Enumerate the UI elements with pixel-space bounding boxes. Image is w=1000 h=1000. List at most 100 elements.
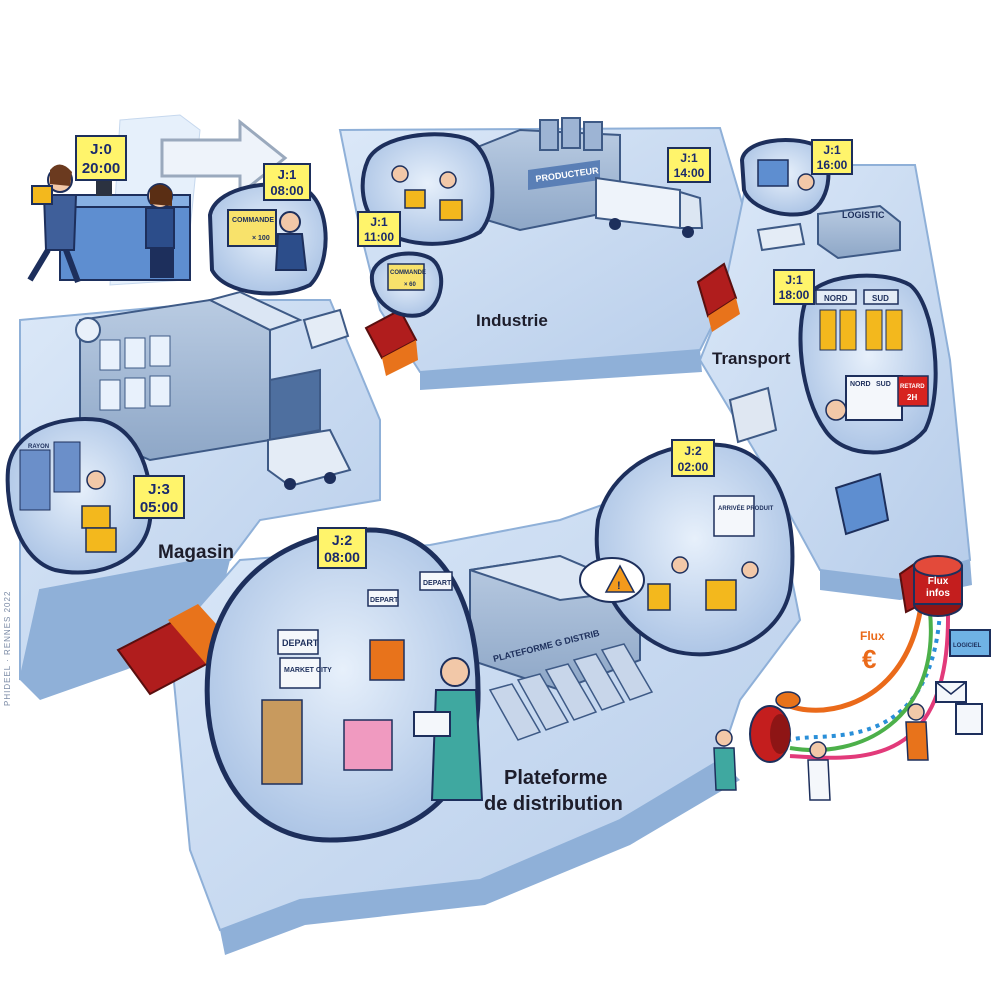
receiver-can — [749, 705, 791, 763]
small-can — [775, 691, 801, 709]
time-tag: J:2 08:00 — [317, 527, 367, 569]
bubble-departure: DEPART DEPART DEPART MARKET CITY — [204, 527, 484, 843]
logistic-warehouse: LOGISTIC — [817, 204, 901, 260]
time-tag-time: 08:00 — [324, 549, 360, 565]
flux-euro-label: Flux — [860, 629, 885, 643]
road-trucks — [267, 222, 890, 536]
sign-sud-2: SUD — [876, 381, 891, 388]
sign-arrivee-produit: ARRIVÉE PRODUIT — [718, 504, 774, 512]
bubble-transport-dispatch: NORD SUD NORD SUD RETARD 2H — [798, 273, 938, 455]
time-tag-time: 05:00 — [140, 499, 178, 516]
zone-label-industrie: Industrie — [476, 311, 548, 330]
truck-2 — [267, 428, 352, 490]
sign-market-city: MARKET CITY — [284, 667, 332, 674]
tablet-device — [413, 711, 451, 737]
arrow-icon — [160, 118, 288, 198]
sign-commande-2-qty: × 60 — [404, 282, 417, 288]
platform-magasin-edge — [20, 560, 230, 700]
customer-person — [27, 164, 81, 284]
sign-logistic: LOGISTIC — [842, 210, 885, 220]
time-tag: J:2 02:00 — [671, 439, 715, 477]
time-tag-day: J:2 — [332, 532, 352, 548]
time-tag: J:1 08:00 — [263, 163, 311, 201]
magasin-building — [75, 290, 321, 462]
sign-commande-2: COMMANDE — [390, 270, 426, 276]
sign-retard: RETARD — [900, 384, 925, 390]
zone-labels: Magasin Industrie Transport Plateforme d… — [158, 311, 791, 815]
sign-nord-1: NORD — [824, 294, 848, 303]
time-tag: J:1 11:00 — [357, 211, 401, 247]
time-tag: J:1 18:00 — [773, 269, 815, 305]
time-tags: J:0 20:00 J:1 08:00 J:1 11:00 J:1 14:00 … — [75, 135, 853, 569]
time-tag: J:0 20:00 — [75, 135, 127, 181]
time-tag-day: J:0 — [90, 141, 112, 158]
time-tag-time: 20:00 — [82, 160, 120, 177]
time-tag-day: J:1 — [278, 167, 297, 182]
truck-3 — [728, 386, 778, 444]
flux-infos-line2: infos — [926, 588, 950, 599]
bridge-industrie-transport — [696, 262, 740, 332]
zone-label-transport: Transport — [712, 349, 791, 368]
sign-retard-duration: 2H — [907, 393, 917, 402]
sign-commande-1: COMMANDE — [232, 217, 274, 224]
person-right — [905, 703, 929, 761]
flux-infos-can: Flux infos — [913, 555, 963, 617]
time-tag: J:1 16:00 — [811, 139, 853, 175]
bubble-order-computer: COMMANDE × 100 — [207, 182, 328, 296]
bubble-arrival: ARRIVÉE PRODUIT ! — [579, 442, 795, 657]
bubble-logistic — [739, 138, 831, 217]
zone-label-magasin: Magasin — [158, 542, 234, 563]
warning-icon: ! — [579, 557, 645, 603]
platform-plateforme-edge — [220, 760, 740, 955]
truck-4 — [834, 472, 890, 536]
truck-5 — [756, 222, 806, 252]
platform-industrie-edge — [420, 350, 702, 390]
time-tag-day: J:1 — [823, 143, 841, 157]
time-tag-time: 08:00 — [270, 183, 303, 198]
time-tag-time: 14:00 — [674, 166, 705, 180]
time-tag: J:3 05:00 — [133, 475, 185, 519]
sign-rayon: RAYON — [28, 444, 49, 450]
sign-logiciel: LOGICIEL — [953, 643, 982, 649]
zone-label-plateforme-2: de distribution — [484, 793, 623, 815]
bubble-order-small: COMMANDE × 60 — [369, 251, 444, 318]
flux-euro-symbol: € — [862, 644, 876, 674]
sign-nord-2: NORD — [850, 381, 871, 388]
sign-depart-2: DEPART — [423, 580, 452, 587]
logiciel-screen: LOGICIEL — [949, 629, 991, 657]
time-tag-day: J:1 — [680, 151, 698, 165]
industrie-factory: PRODUCTEUR — [469, 117, 621, 232]
time-tag: J:1 14:00 — [667, 147, 711, 183]
seller-person — [145, 183, 175, 278]
bubbles: COMMANDE × 100 COMMANDE × 60 — [5, 132, 938, 843]
svg-text:!: ! — [617, 580, 621, 592]
flux-euro-line — [778, 611, 923, 713]
credit: PHIDEEL · RENNES 2022 — [3, 591, 12, 706]
order-scene — [27, 114, 288, 286]
flux-legend: Flux infos Flux € LOGICIEL — [713, 555, 991, 801]
sign-commande-1-qty: × 100 — [252, 235, 270, 242]
sign-sud-1: SUD — [872, 294, 889, 303]
sign-depart-3: DEPART — [370, 597, 399, 604]
flux-info-line-blue — [789, 611, 942, 742]
person-left — [713, 729, 737, 791]
payment-terminal — [96, 178, 112, 196]
truck-1 — [302, 308, 350, 350]
envelope-icon — [935, 681, 967, 703]
time-tag-day: J:2 — [684, 444, 702, 458]
bridge-magasin-industrie — [364, 308, 418, 376]
industrie-truck — [595, 176, 704, 238]
bubble-shop: RAYON — [5, 417, 153, 575]
dispatch-screen — [845, 375, 903, 421]
time-tag-day: J:1 — [370, 215, 388, 229]
sign-depart-1: DEPART — [282, 638, 319, 648]
zone-label-plateforme-1: Plateforme — [504, 767, 607, 789]
person-middle — [807, 741, 831, 801]
time-tag-day: J:1 — [785, 273, 803, 287]
time-tag-day: J:3 — [148, 481, 170, 498]
time-tag-time: 02:00 — [678, 460, 709, 474]
flux-infos-line1: Flux — [928, 576, 949, 587]
time-tag-time: 18:00 — [779, 288, 810, 302]
time-tag-time: 11:00 — [364, 230, 394, 244]
